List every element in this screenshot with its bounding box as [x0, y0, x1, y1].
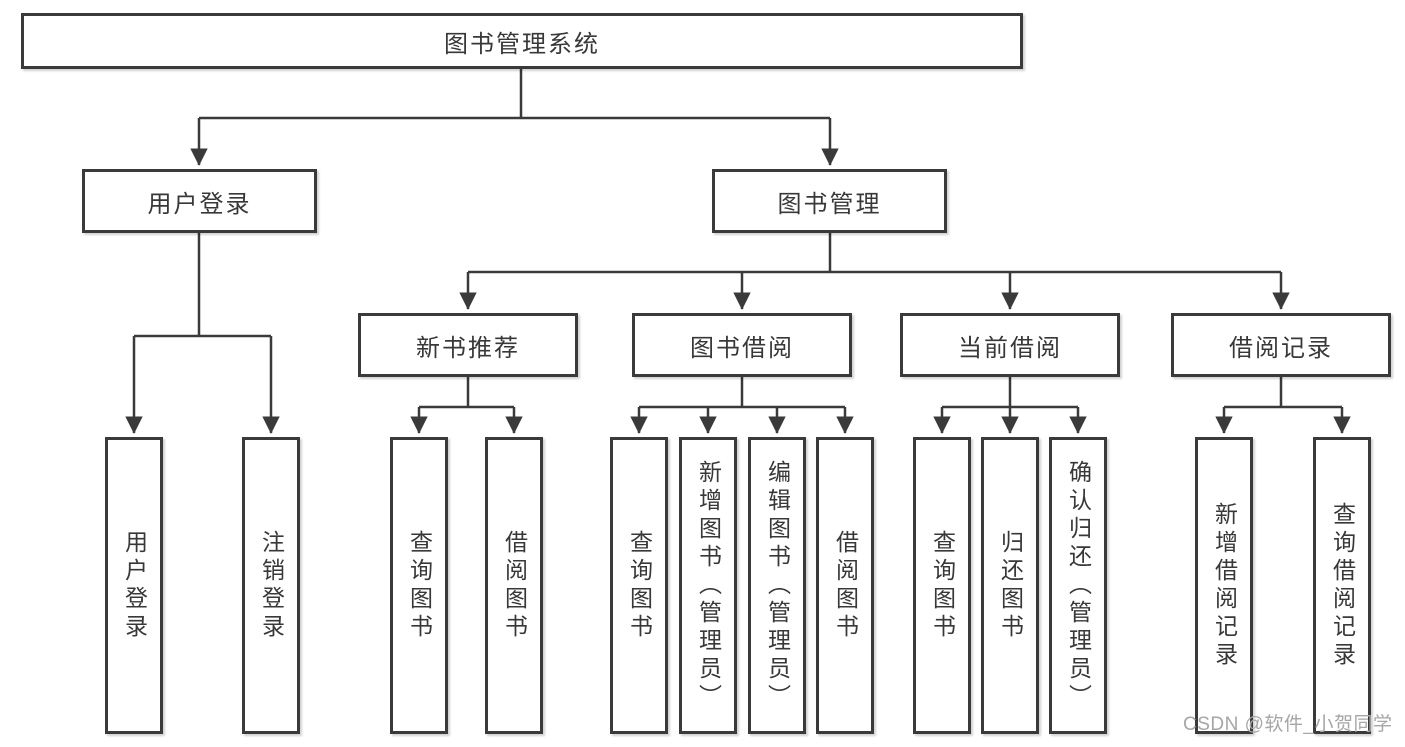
node-label: 新增借阅记录 [1211, 501, 1238, 670]
node-leaf-borrow-books-2: 借阅图书 [816, 437, 874, 734]
node-leaf-return-book: 归还图书 [981, 437, 1039, 734]
node-label: 编辑图书（管理员） [764, 459, 791, 712]
node-leaf-user-login: 用户登录 [105, 437, 163, 734]
node-label: 新增图书（管理员） [695, 459, 722, 712]
node-leaf-add-borrow-record: 新增借阅记录 [1195, 437, 1253, 734]
node-current-borrow: 当前借阅 [900, 313, 1120, 377]
node-leaf-borrow-books-1: 借阅图书 [485, 437, 543, 734]
node-label: 借阅图书 [832, 529, 859, 642]
node-label: 图书管理系统 [444, 30, 600, 58]
node-leaf-query-books-1: 查询图书 [390, 437, 448, 734]
node-label: 图书借阅 [690, 334, 794, 362]
node-leaf-confirm-return-admin: 确认归还（管理员） [1049, 437, 1107, 734]
node-label: 查询借阅记录 [1329, 501, 1356, 670]
node-borrow-records: 借阅记录 [1171, 313, 1391, 377]
node-root: 图书管理系统 [21, 13, 1023, 69]
connector-segments [134, 69, 1342, 409]
node-label: 确认归还（管理员） [1065, 459, 1092, 712]
node-label: 新书推荐 [416, 334, 520, 362]
node-new-books: 新书推荐 [358, 313, 578, 377]
node-book-mgmt: 图书管理 [712, 169, 947, 233]
node-label: 查询图书 [929, 529, 956, 642]
watermark: CSDN @软件_小贺同学 [1183, 714, 1393, 735]
node-label: 归还图书 [997, 529, 1024, 642]
node-label: 图书管理 [777, 190, 882, 218]
node-leaf-query-books-2: 查询图书 [610, 437, 668, 734]
node-leaf-logout: 注销登录 [242, 437, 300, 734]
node-user-login: 用户登录 [82, 169, 317, 233]
node-label: 查询图书 [406, 529, 433, 642]
node-book-borrow: 图书借阅 [632, 313, 852, 377]
node-label: 当前借阅 [958, 334, 1062, 362]
node-leaf-add-book-admin: 新增图书（管理员） [679, 437, 737, 734]
node-label: 借阅记录 [1229, 334, 1333, 362]
node-label: 注销登录 [258, 529, 285, 642]
node-label: 用户登录 [147, 190, 252, 218]
node-leaf-edit-book-admin: 编辑图书（管理员） [748, 437, 806, 734]
node-label: 借阅图书 [501, 529, 528, 642]
node-leaf-query-borrow-record: 查询借阅记录 [1313, 437, 1371, 734]
node-label: 用户登录 [121, 529, 148, 642]
node-leaf-query-books-3: 查询图书 [913, 437, 971, 734]
node-label: 查询图书 [626, 529, 653, 642]
